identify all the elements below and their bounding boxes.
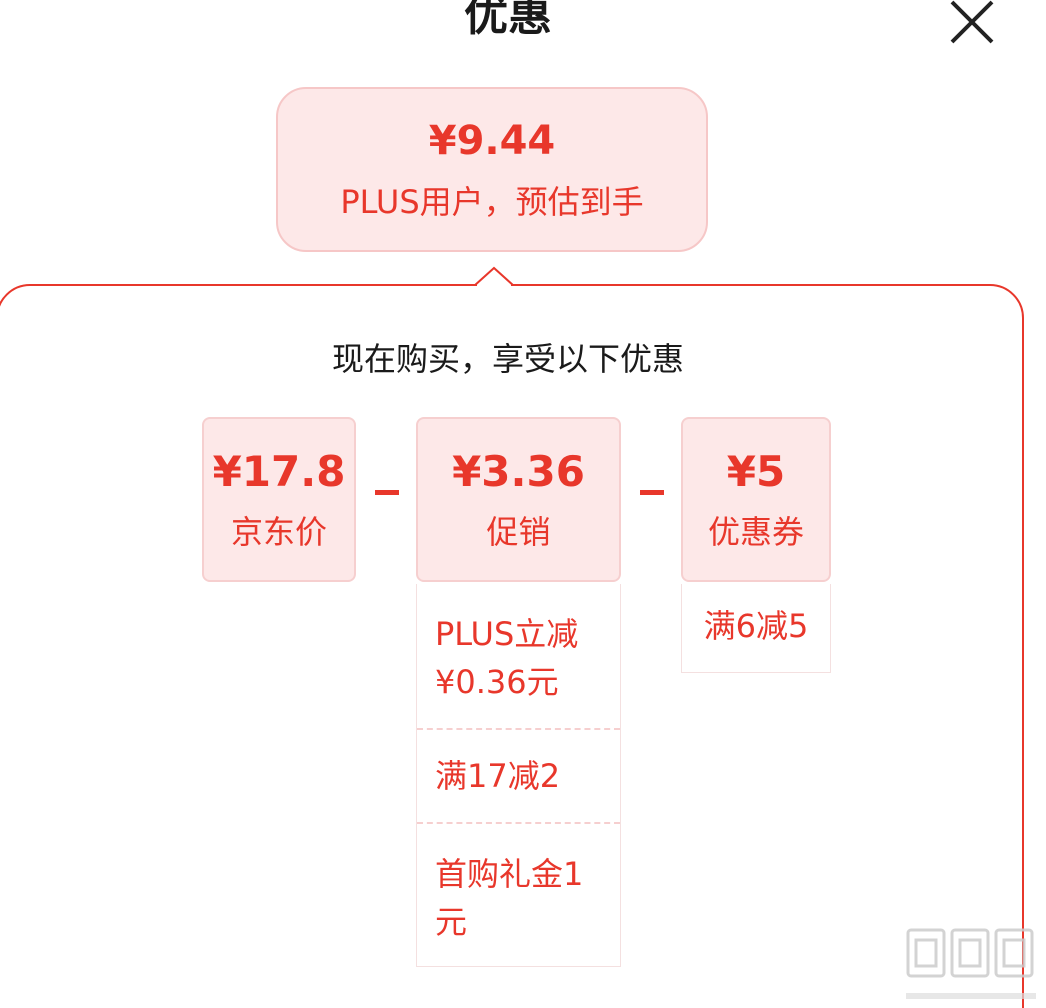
- promotion-box: ¥3.36 促销: [416, 417, 621, 582]
- jd-price-value: ¥17.8: [212, 447, 346, 496]
- promotion-label: 促销: [486, 513, 551, 551]
- promotion-item: 首购礼金1元: [417, 822, 620, 966]
- page-title: 优惠: [464, 0, 552, 41]
- minus-sign-1: [375, 490, 399, 495]
- jd-price-box: ¥17.8 京东价: [202, 417, 356, 582]
- panel-heading: 现在购买，享受以下优惠: [331, 340, 684, 378]
- promotion-details: PLUS立减¥0.36元 满17减2 首购礼金1元: [416, 584, 621, 967]
- minus-sign-2: [640, 490, 664, 495]
- coupon-item: 满6减5: [703, 607, 809, 645]
- estimated-price-label: PLUS用户，预估到手: [340, 183, 644, 221]
- coupon-value: ¥5: [726, 447, 786, 496]
- jd-price-label: 京东价: [230, 513, 327, 551]
- promotion-value: ¥3.36: [452, 447, 585, 496]
- panel-pointer: [474, 266, 514, 288]
- close-button[interactable]: [946, 0, 998, 46]
- estimated-price-card: ¥9.44 PLUS用户，预估到手: [276, 87, 708, 252]
- coupon-details: 满6减5: [681, 584, 831, 673]
- close-icon: [950, 0, 994, 44]
- promotion-item: PLUS立减¥0.36元: [435, 615, 579, 701]
- coupon-box: ¥5 优惠券: [681, 417, 831, 582]
- promotion-item: 满17减2: [417, 728, 620, 822]
- estimated-price: ¥9.44: [428, 118, 556, 164]
- watermark-logo: [906, 928, 1036, 999]
- coupon-label: 优惠券: [707, 513, 804, 551]
